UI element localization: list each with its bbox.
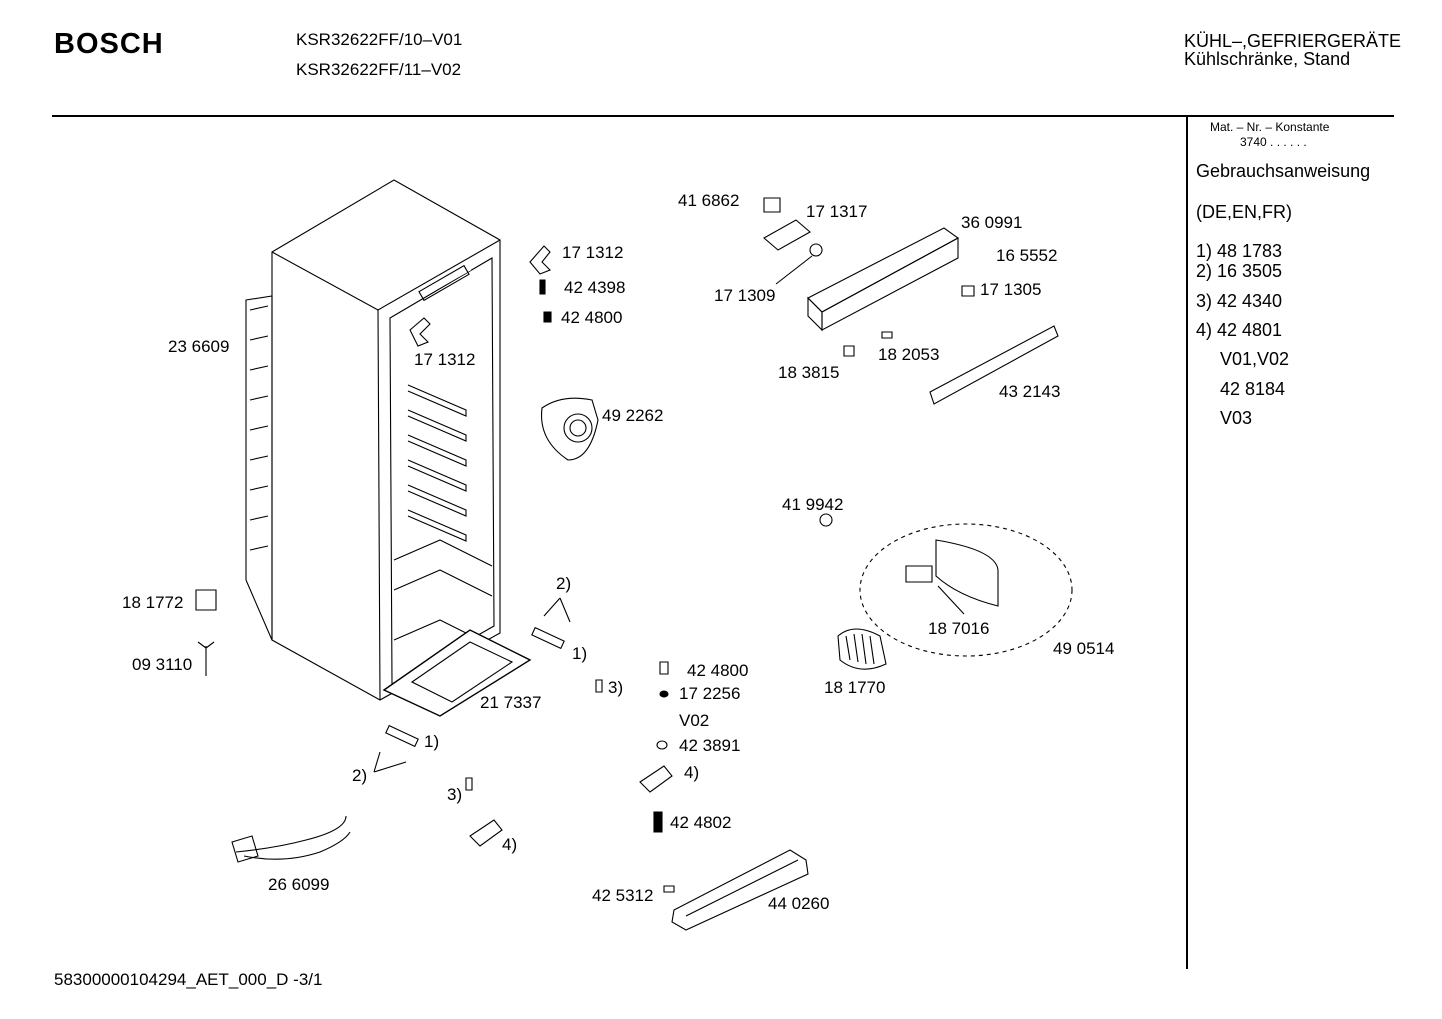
switch-18-3815 [844,346,854,356]
category-line-1: KÜHL–,GEFRIERGERÄTE [1184,31,1402,51]
part-label: 1) [424,732,440,751]
part-label: 17 1305 [980,280,1042,299]
screw-42-4800-top [544,312,551,322]
part-label: 3) [608,678,624,697]
part-label: 26 6099 [268,875,330,894]
washer-42-3891 [657,741,667,749]
part-label: 23 6609 [168,337,230,356]
brand-logo: BOSCH [54,28,164,60]
sidebar-item: 42 8184 [1220,379,1286,399]
trim-strip [930,326,1058,404]
part-label: 18 1770 [824,678,886,697]
part-label: 18 3815 [778,363,840,382]
lamp-cover [936,540,998,606]
condenser-coil [246,296,272,640]
part-label: 18 7016 [928,619,990,638]
part-label: 17 1309 [714,286,776,305]
sidebar-item: 4) 42 4801 [1196,320,1283,340]
hinge-4 [470,820,502,846]
power-cord [232,816,350,862]
bulb-41-9942 [820,514,832,526]
part-label: 43 2143 [999,382,1061,401]
document-id: 58300000104294_AET_000_D -3/1 [54,970,323,989]
part-label: 41 6862 [678,191,740,210]
part-label: 42 4802 [670,813,732,832]
part-label: 42 4800 [561,308,623,327]
part-label: 1) [572,644,588,663]
part-label: 44 0260 [768,894,830,913]
base-grille [672,850,808,930]
part-label: 3) [447,785,463,804]
screw-3 [466,778,472,790]
mat-nr-label: Mat. – Nr. – Konstante [1210,120,1330,134]
part-label: 42 4800 [687,661,749,680]
lamp-holder [962,286,974,296]
part-label: 2) [352,766,368,785]
part-label: 21 7337 [480,693,542,712]
control-panel [808,228,958,330]
control-knob-housing [764,220,810,250]
part-label: 42 3891 [679,736,741,755]
fridge-cabinet [272,180,500,700]
sidebar-item: V01,V02 [1220,349,1290,369]
sidebar-divider [1186,117,1188,969]
lamp-socket [906,566,932,582]
screw-42-4398 [540,280,545,294]
part-label: 36 0991 [961,213,1023,232]
control-knob [810,244,822,256]
part-label: V02 [679,711,710,730]
mat-nr-value: 3740 . . . . . . [1240,135,1307,149]
model-number-2: KSR32622FF/11–V02 [296,60,462,79]
sidebar-item: 1) 48 1783 [1196,241,1283,261]
screw-42-4802 [654,812,662,832]
hinge-4 [640,766,672,792]
category-line-2: Kühlschränke, Stand [1184,49,1351,69]
part-label: 42 4398 [564,278,626,297]
part-label: 17 1317 [806,202,868,221]
part-label: 49 0514 [1053,639,1115,658]
detail-circle [860,524,1072,656]
washer-17-2256 [660,691,668,697]
fan-cover [542,398,598,460]
sidebar-item: 2) 16 3505 [1196,261,1283,281]
part-label: 2) [556,574,572,593]
part-label: 17 1312 [562,243,624,262]
part-label: 42 5312 [592,886,654,905]
part-label: 41 9942 [782,495,844,514]
clip-18-2053 [882,332,892,338]
screw-42-4800 [660,662,668,674]
cable-09-3110 [198,642,214,676]
relay-18-1772 [196,590,216,610]
thermostat-41-6862 [764,198,780,212]
screw-3 [596,680,602,692]
shelf-rails [408,385,466,541]
lamp-grille [838,629,886,669]
sidebar-item: V03 [1220,408,1253,428]
part-label: 4) [684,763,700,782]
sidebar-item: 3) 42 4340 [1196,291,1283,311]
part-label: 4) [502,835,518,854]
part-label: 17 2256 [679,684,741,703]
part-label: 09 3110 [132,655,193,674]
header-divider [52,115,1394,117]
bottom-drawer [384,630,530,716]
part-label: 18 2053 [878,345,940,364]
manual-title: Gebrauchsanweisung [1196,161,1371,181]
part-label: 17 1312 [414,350,476,369]
model-number-1: KSR32622FF/10–V01 [296,30,463,49]
clip-42-5312 [664,886,674,892]
part-label: 18 1772 [122,593,184,612]
manual-languages: (DE,EN,FR) [1196,202,1292,222]
part-label: 16 5552 [996,246,1058,265]
part-label: 49 2262 [602,406,664,425]
